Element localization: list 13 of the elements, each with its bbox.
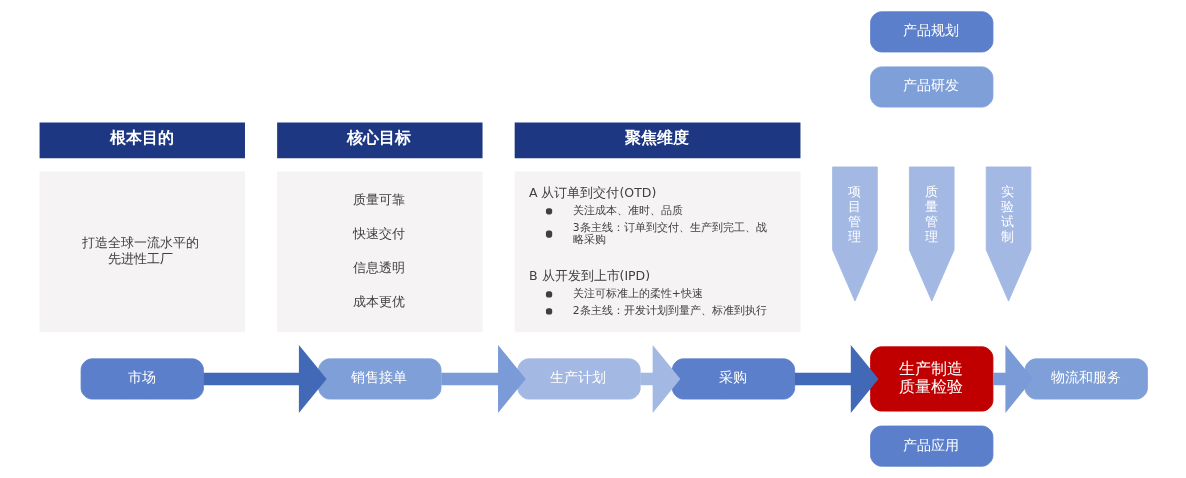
node-box: 市场 [80,358,204,400]
node-box: 生产制造 质量检验 [869,346,993,412]
arrow [794,345,878,413]
node-box: 生产计划 [516,358,641,400]
arrow [639,345,680,413]
arrow [440,345,526,413]
node-box: 产品研发 [869,66,993,108]
node-box: 产品应用 [869,425,993,467]
node-box: 采购 [671,358,795,400]
arrow [203,345,327,413]
node-box: 物流和服务 [1024,358,1148,400]
node-box: 销售接单 [317,358,441,400]
node-box: 产品规划 [869,11,993,53]
